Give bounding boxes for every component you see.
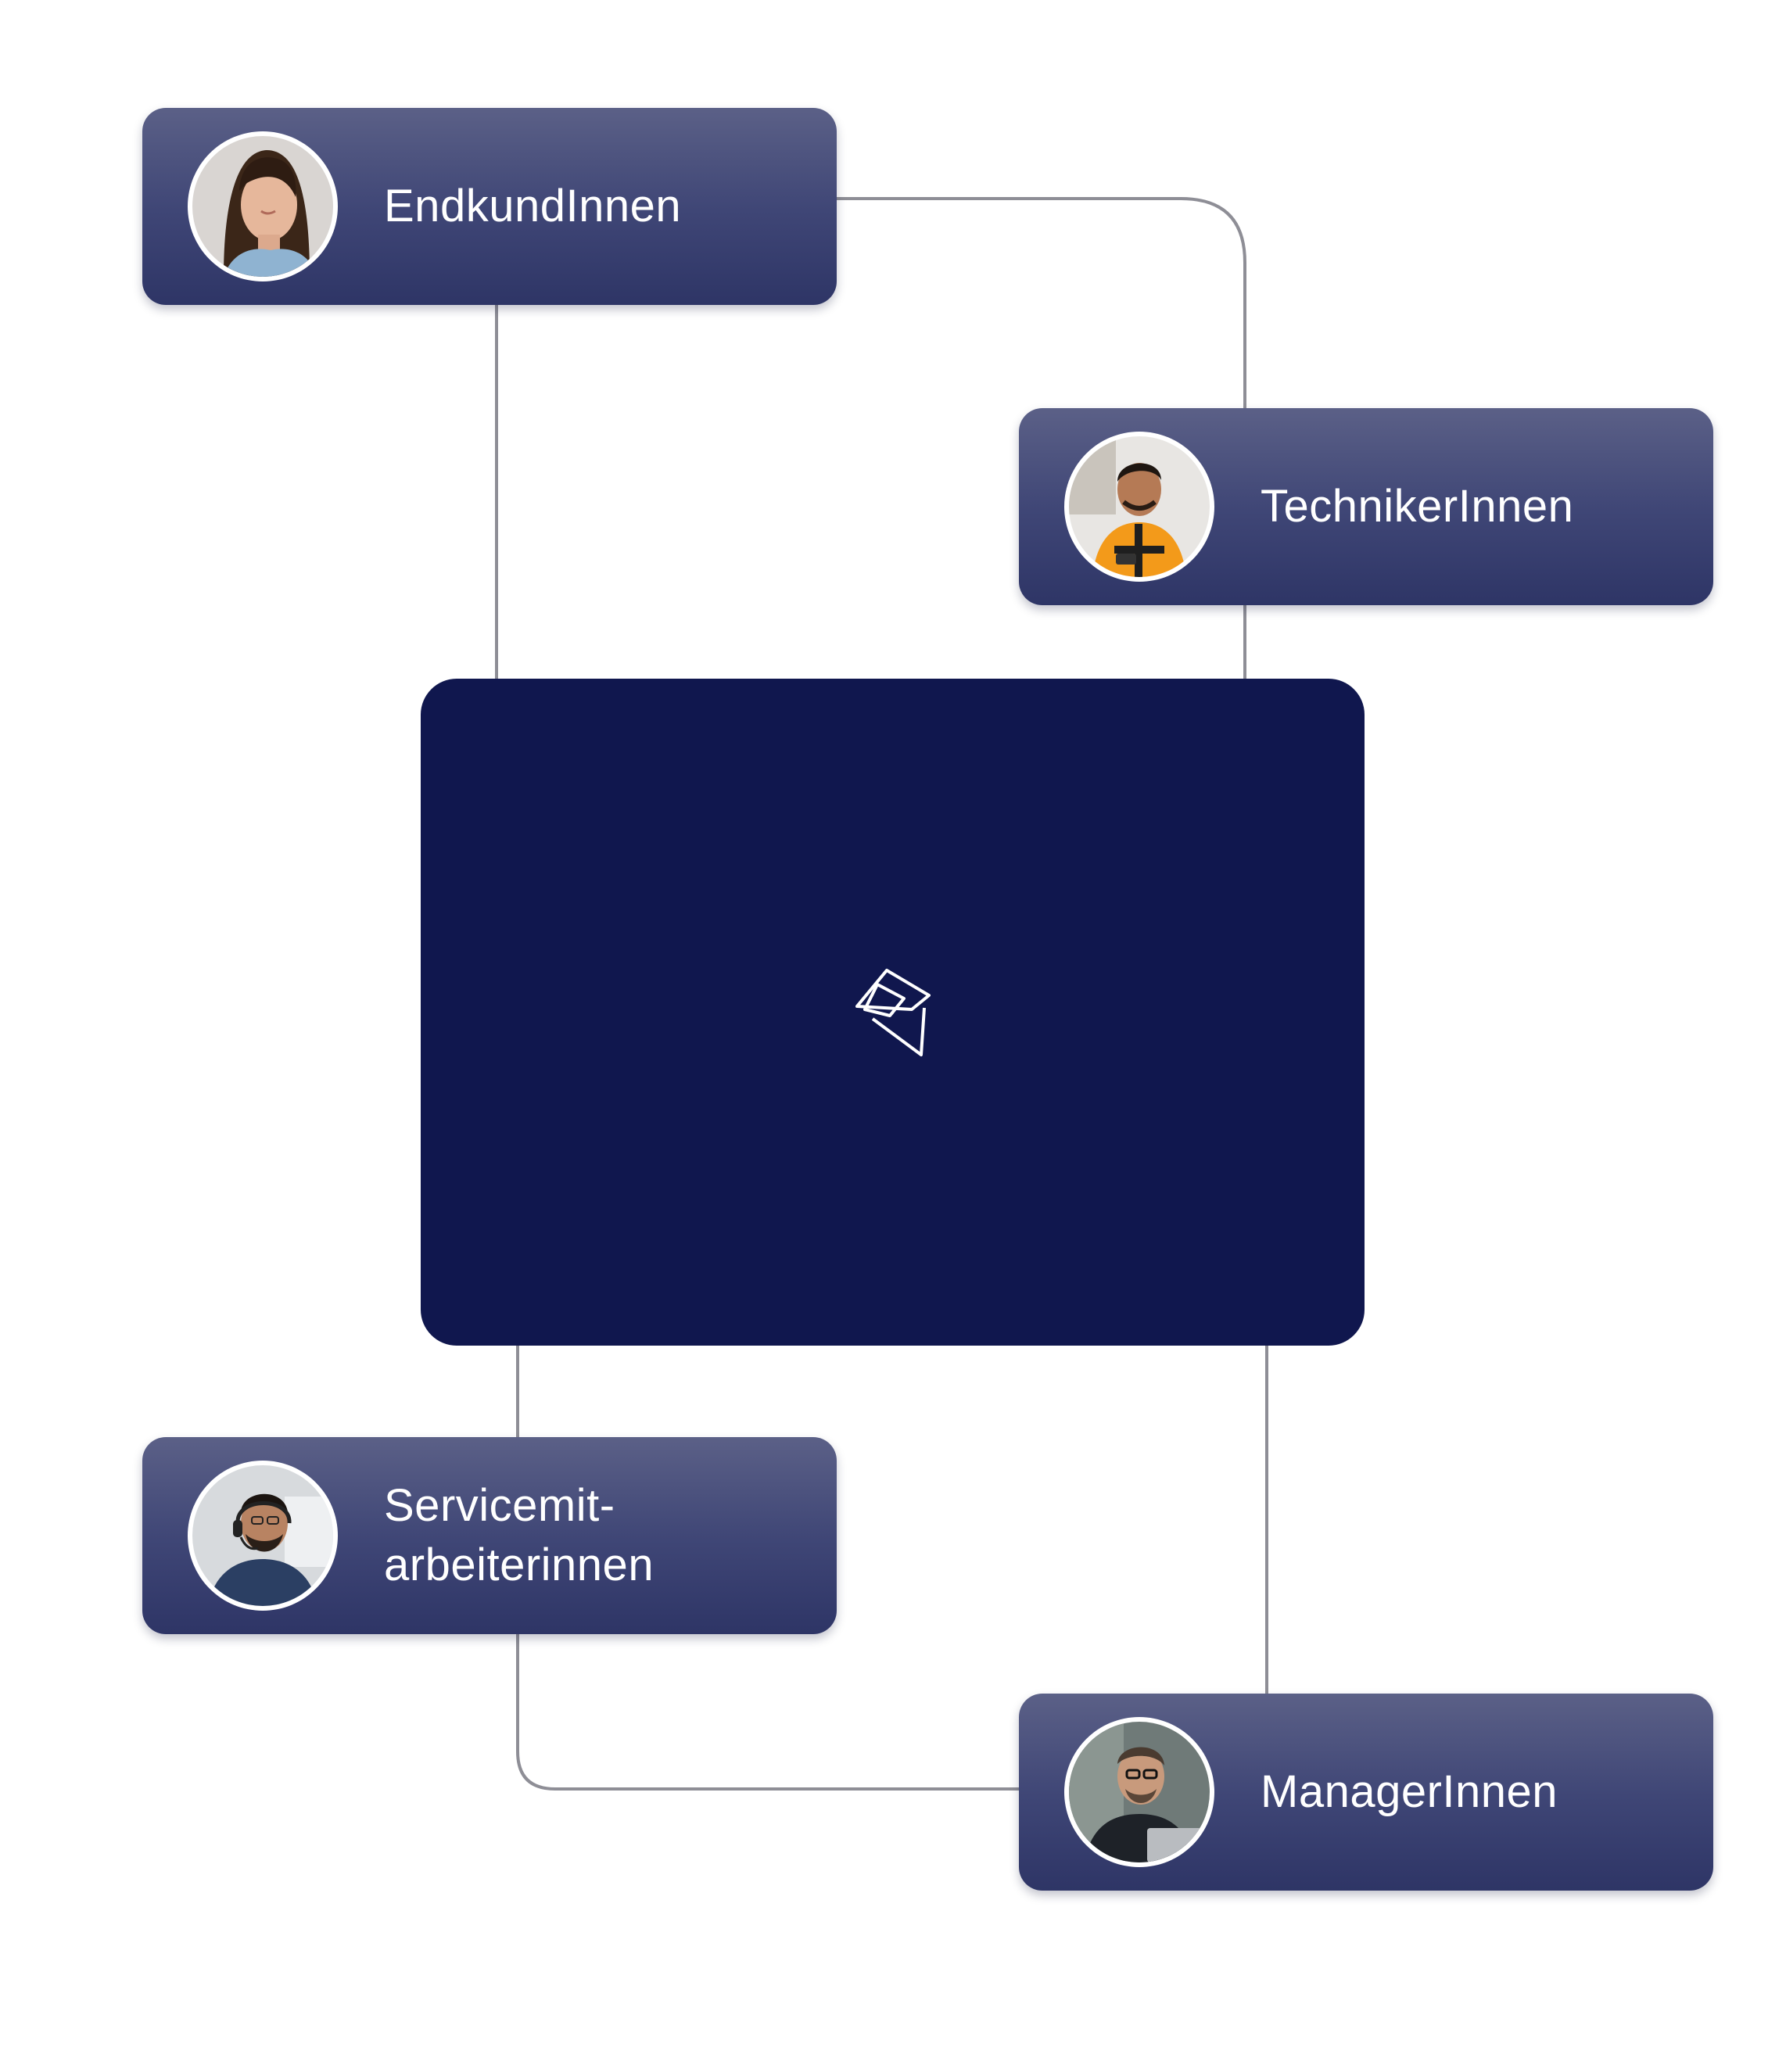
brand-logo-icon <box>855 969 931 1056</box>
role-card-endkunden: EndkundInnen <box>142 108 837 305</box>
role-card-servicemitarbeiter: Servicemit- arbeiterinnen <box>142 1437 837 1634</box>
role-label-techniker: TechnikerInnen <box>1261 481 1574 532</box>
role-card-manager: ManagerInnen <box>1019 1694 1713 1891</box>
center-platform-panel <box>421 679 1365 1346</box>
technician-portrait-avatar <box>1064 432 1214 582</box>
manager-portrait-avatar <box>1064 1717 1214 1867</box>
role-label-manager: ManagerInnen <box>1261 1766 1558 1817</box>
woman-portrait-avatar <box>188 131 338 281</box>
service-agent-headset-avatar <box>188 1461 338 1611</box>
role-card-techniker: TechnikerInnen <box>1019 408 1713 605</box>
role-label-servicemitarbeiter: Servicemit- arbeiterinnen <box>384 1480 655 1590</box>
role-label-endkunden: EndkundInnen <box>384 181 682 231</box>
connector-center-to-service <box>516 1346 1235 1791</box>
